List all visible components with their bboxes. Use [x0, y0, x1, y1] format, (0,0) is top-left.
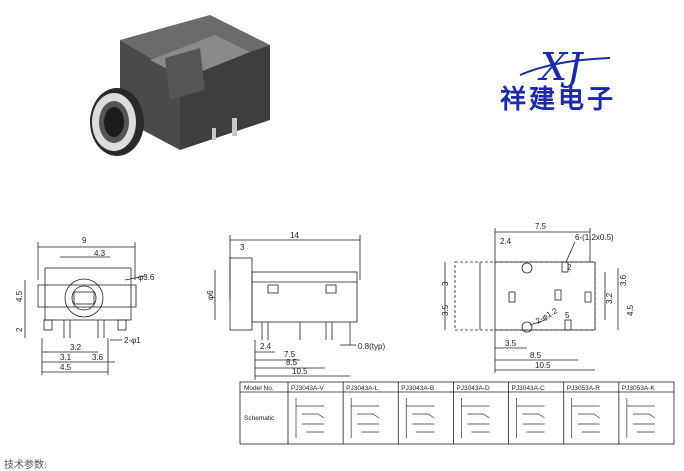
- side-view-dimensions: 14 3 φ6 2.4 7.5 8.5 10.5 0.8(typ): [206, 231, 385, 376]
- front-view-dimensions: 9 4.3 φ3.6 2-φ1 4.5 2 3.2 3.1 3.6 4.5: [15, 236, 155, 372]
- schematic-symbol: [350, 398, 380, 438]
- side-view-drawing: [214, 235, 361, 380]
- schematic-symbol: [295, 398, 325, 438]
- dim-bottom-n2: 2: [567, 263, 572, 272]
- dim-bottom-75: 7.5: [535, 222, 547, 231]
- dim-front-hole-dia: φ3.6: [138, 273, 155, 282]
- dim-bottom-d12: 2-φ1.2: [534, 306, 559, 326]
- table-model-name: PJ3043A-C: [512, 385, 546, 392]
- dim-bottom-36: 3.6: [619, 274, 628, 286]
- dim-bottom-45: 4.5: [626, 304, 635, 316]
- dim-side-dia6: φ6: [206, 290, 215, 300]
- table-model-name: PJ3043A-B: [401, 385, 434, 392]
- company-logo: XJ 祥建电子: [500, 45, 616, 115]
- table-header-label: Model No.: [244, 385, 274, 392]
- dim-side-3: 3: [240, 243, 245, 252]
- dim-front-pin-dia: 2-φ1: [124, 336, 141, 345]
- table-row-label: Schematic: [244, 415, 275, 422]
- schematic-table: PJ3043A-V PJ3043A-L PJ3043A-B PJ3043A-D PJ30…: [239, 381, 675, 445]
- dim-side-75: 7.5: [284, 350, 296, 359]
- schematic-symbol: [626, 398, 656, 438]
- front-view-drawing: [24, 242, 146, 375]
- table-model-name: PJ3043A-L: [346, 385, 379, 392]
- dim-front-d2: 3.1: [60, 353, 72, 362]
- dim-bottom-35b: 3.5: [505, 339, 517, 348]
- dim-bottom-24: 2.4: [500, 237, 512, 246]
- dim-side-length: 14: [290, 231, 299, 240]
- jack-photo: [90, 15, 270, 156]
- dim-front-width: 9: [82, 236, 87, 245]
- dim-side-105: 10.5: [292, 367, 308, 376]
- schematic-symbol: [461, 398, 490, 438]
- schematic-symbol: [405, 398, 435, 438]
- dim-bottom-32: 3.2: [605, 292, 614, 304]
- dim-bottom-holes: 6-(1.2x0.5): [575, 233, 614, 242]
- table-model-name: PJ3053A-R: [567, 385, 601, 392]
- bottom-view-dimensions: 7.5 2.4 6-(1.2x0.5) 3 3.5 3.2 3.6 4.5 2-…: [441, 222, 635, 370]
- logo-company-name: 祥建电子: [500, 85, 616, 115]
- dim-side-24: 2.4: [260, 342, 272, 351]
- table-model-name: PJ3043A-V: [291, 385, 325, 392]
- dim-bottom-3: 3: [441, 281, 450, 286]
- dim-bottom-85: 8.5: [530, 351, 542, 360]
- dim-front-d1: 3.2: [70, 343, 82, 352]
- dim-bottom-105: 10.5: [535, 361, 551, 370]
- dim-bottom-n5: 5: [565, 311, 570, 320]
- table-model-name: PJ3053A-K: [622, 385, 656, 392]
- dim-front-lower-height: 2: [15, 327, 24, 332]
- schematic-symbol: [571, 398, 600, 438]
- dim-side-pin: 0.8(typ): [358, 342, 385, 351]
- dim-front-d3: 3.6: [92, 353, 104, 362]
- dim-side-85: 8.5: [286, 358, 298, 367]
- bottom-view-drawing: [444, 228, 619, 373]
- schematic-symbol: [516, 398, 545, 438]
- dim-bottom-35: 3.5: [441, 304, 450, 316]
- footer-caption: 技术参数:: [4, 460, 47, 471]
- table-model-name: PJ3043A-D: [456, 385, 490, 392]
- dim-front-d4: 4.5: [60, 363, 72, 372]
- dim-front-inner-width: 4.3: [94, 249, 106, 258]
- dim-front-height: 4.5: [15, 290, 24, 302]
